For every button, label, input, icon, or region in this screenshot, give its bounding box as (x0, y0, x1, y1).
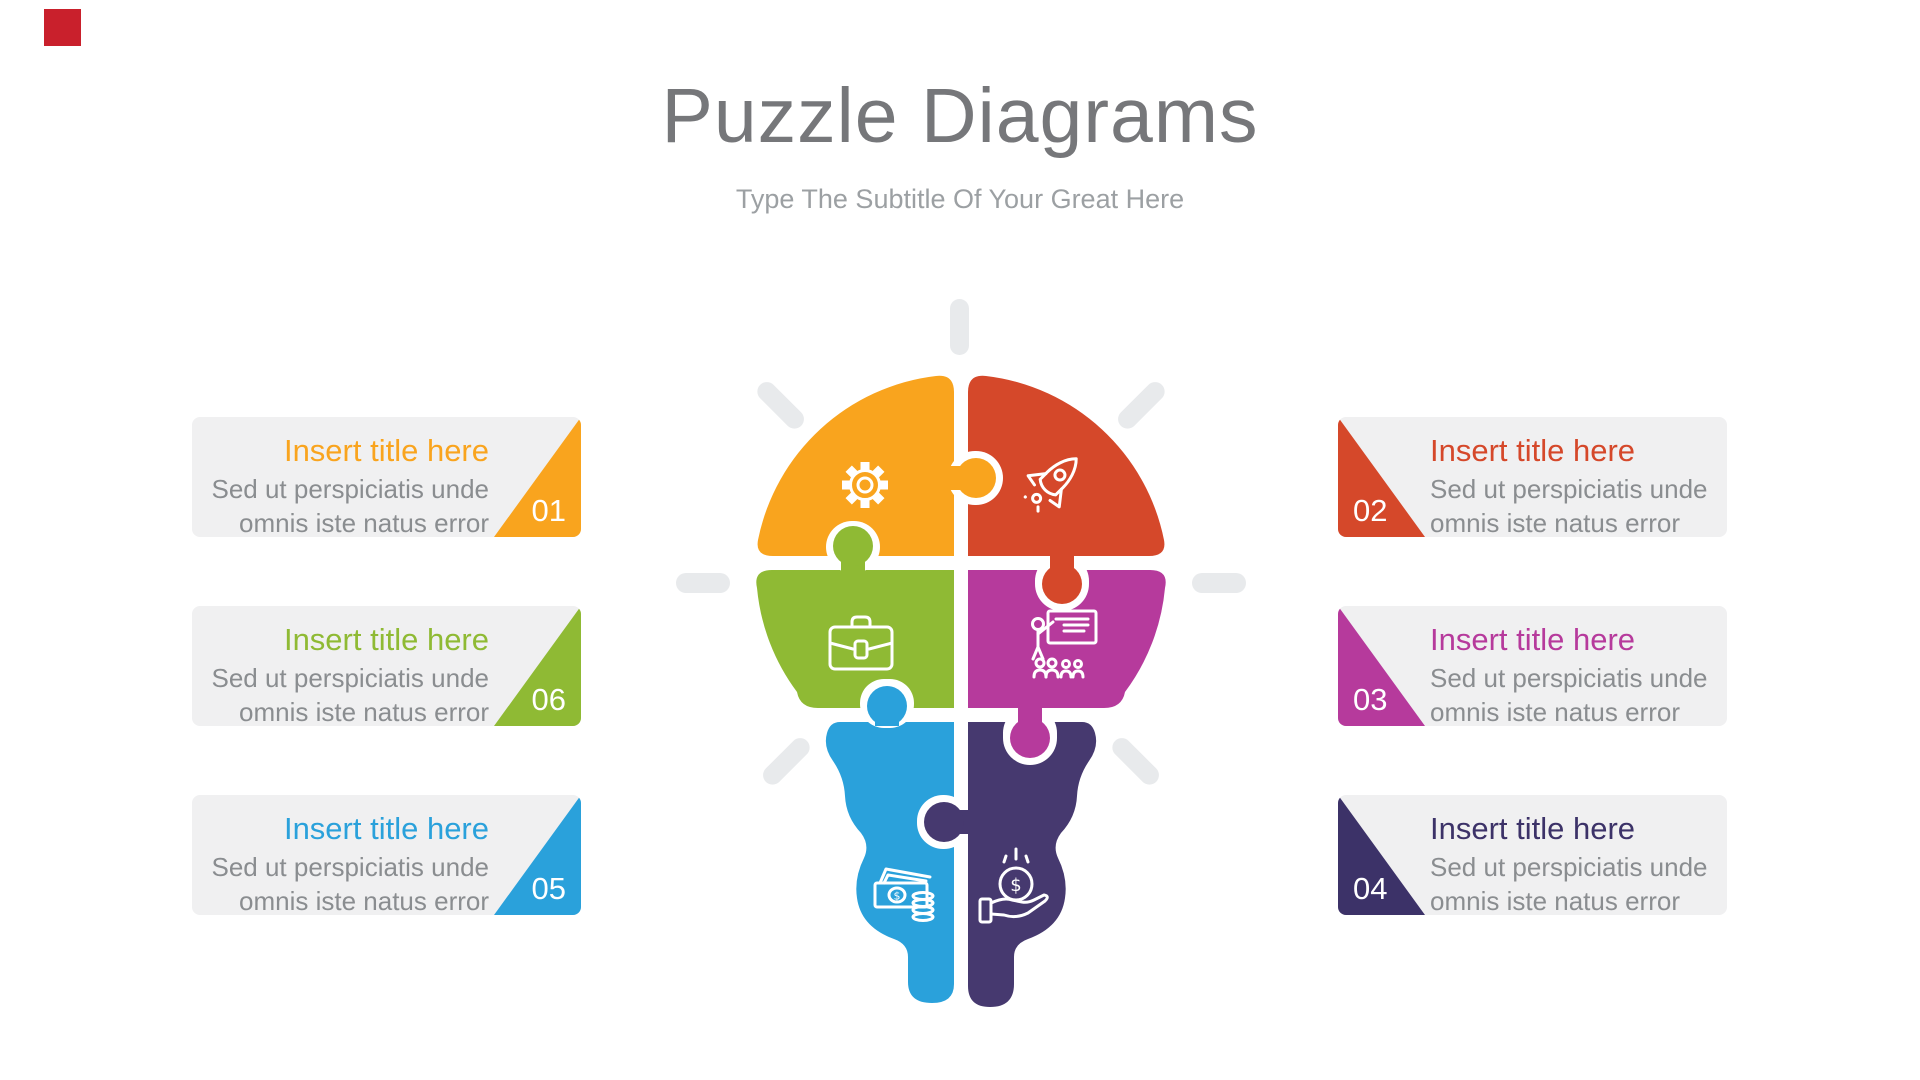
card-title: Insert title here (1430, 811, 1636, 846)
knob-cash-to-business (860, 679, 914, 728)
rocket-icon (1023, 457, 1078, 513)
puzzle-piece-startup (968, 375, 1165, 556)
knob-training-to-investment (1003, 706, 1057, 765)
card-number: 04 (1353, 871, 1388, 906)
card-body: Sed ut perspiciatis unde omnis iste natu… (1430, 474, 1708, 537)
card-03: Insert title here Sed ut perspiciatis un… (1338, 606, 1727, 726)
knob-business-to-settings (826, 521, 880, 574)
card-number: 01 (531, 493, 566, 528)
card-body: Sed ut perspiciatis unde omnis iste natu… (1430, 663, 1708, 726)
ray-lower-left (763, 738, 810, 785)
card-title: Insert title here (283, 433, 489, 468)
coin-dollar-sign: $ (1010, 875, 1021, 896)
knob-settings-to-startup (948, 451, 1003, 505)
money-dollar-sign: $ (894, 890, 901, 903)
card-03-triangle (1338, 606, 1425, 726)
sun-rays (676, 299, 1246, 785)
hand-dollar-icon: $ (978, 847, 1049, 924)
card-05: Insert title here Sed ut perspiciatis un… (192, 795, 581, 915)
page-subtitle: Type The Subtitle Of Your Great Here (735, 184, 1185, 214)
knob-startup-to-training (1035, 552, 1089, 611)
card-04: Insert title here Sed ut perspiciatis un… (1338, 795, 1727, 915)
card-body: Sed ut perspiciatis unde omnis iste natu… (211, 852, 489, 915)
card-title: Insert title here (1430, 622, 1636, 657)
ray-right (1192, 573, 1246, 593)
card-05-triangle (494, 795, 581, 915)
card-title: Insert title here (283, 811, 489, 846)
card-number: 03 (1353, 682, 1388, 717)
ray-lower-right (1112, 738, 1159, 785)
card-06: Insert title here Sed ut perspiciatis un… (192, 606, 581, 726)
card-number: 02 (1353, 493, 1388, 528)
card-04-triangle (1338, 795, 1425, 915)
card-01-triangle (494, 417, 581, 537)
card-02: Insert title here Sed ut perspiciatis un… (1338, 417, 1727, 537)
ray-top (950, 299, 969, 355)
card-01: Insert title here Sed ut perspiciatis un… (192, 417, 581, 537)
puzzle-piece-investment (968, 722, 1097, 1007)
page-title: Puzzle Diagrams (661, 73, 1259, 159)
puzzle-piece-settings (757, 375, 954, 556)
card-body: Sed ut perspiciatis unde omnis iste natu… (211, 474, 489, 537)
red-corner-mark (44, 9, 81, 46)
card-body: Sed ut perspiciatis unde omnis iste natu… (211, 663, 489, 726)
card-title: Insert title here (1430, 433, 1636, 468)
card-number: 05 (531, 871, 566, 906)
money-icon: $ (873, 867, 935, 922)
presentation-icon (1031, 609, 1098, 679)
puzzle-piece-cash (825, 722, 954, 1003)
card-number: 06 (531, 682, 566, 717)
card-06-triangle (494, 606, 581, 726)
briefcase-icon (828, 615, 894, 671)
card-title: Insert title here (283, 622, 489, 657)
gear-icon (842, 462, 888, 508)
knob-investment-to-cash (917, 795, 970, 849)
ray-upper-left (757, 382, 804, 429)
ray-upper-right (1118, 382, 1165, 429)
puzzle-piece-training (968, 570, 1166, 708)
card-body: Sed ut perspiciatis unde omnis iste natu… (1430, 852, 1708, 915)
ray-left (676, 573, 730, 593)
puzzle-piece-business (756, 570, 954, 708)
card-02-triangle (1338, 417, 1425, 537)
